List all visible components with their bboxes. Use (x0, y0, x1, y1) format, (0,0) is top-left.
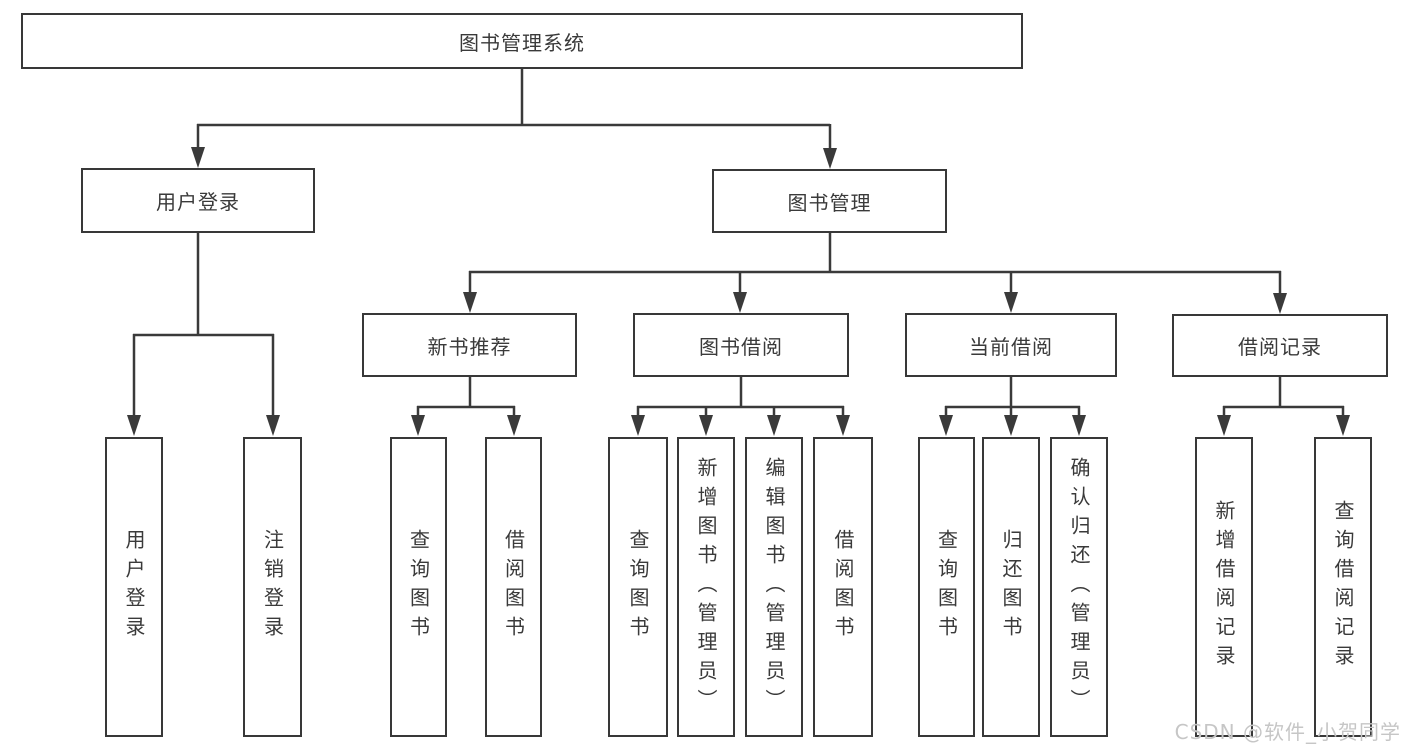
leaf-borrow-books: 借阅图书 (813, 437, 873, 737)
node-label: 新书推荐 (427, 334, 512, 359)
node-label: 编辑图书（管理员） (762, 456, 786, 718)
node-label: 确认归还（管理员） (1067, 456, 1091, 718)
node-current-borrow: 当前借阅 (905, 313, 1117, 377)
node-label: 注销登录 (260, 529, 285, 645)
node-user-login: 用户登录 (81, 168, 315, 233)
leaf-add-books-admin: 新增图书（管理员） (677, 437, 735, 737)
leaf-edit-books-admin: 编辑图书（管理员） (745, 437, 803, 737)
node-book-borrow: 图书借阅 (633, 313, 849, 377)
node-book-management: 图书管理 (712, 169, 947, 233)
node-label: 图书管理系统 (459, 30, 585, 55)
leaf-query-borrow-record: 查询借阅记录 (1314, 437, 1372, 737)
node-new-book-recommend: 新书推荐 (362, 313, 577, 377)
node-label: 查询借阅记录 (1331, 500, 1355, 674)
leaf-confirm-return-admin: 确认归还（管理员） (1050, 437, 1108, 737)
node-label: 新增图书（管理员） (694, 456, 718, 718)
node-label: 图书管理 (787, 190, 872, 215)
node-label: 用户登录 (122, 529, 146, 645)
node-label: 图书借阅 (699, 334, 783, 359)
node-label: 归还图书 (999, 529, 1023, 645)
node-library-system: 图书管理系统 (21, 13, 1023, 69)
node-label: 新增借阅记录 (1212, 500, 1236, 674)
leaf-add-borrow-record: 新增借阅记录 (1195, 437, 1253, 737)
leaf-return-books: 归还图书 (982, 437, 1040, 737)
node-label: 借阅记录 (1238, 335, 1322, 359)
node-label: 查询图书 (406, 529, 431, 645)
node-label: 借阅图书 (501, 529, 526, 645)
leaf-logout: 注销登录 (243, 437, 302, 737)
node-label: 用户登录 (156, 190, 240, 214)
leaf-query-books: 查询图书 (608, 437, 668, 737)
node-label: 借阅图书 (831, 529, 855, 645)
node-label: 当前借阅 (969, 334, 1053, 359)
leaf-query-books: 查询图书 (918, 437, 975, 737)
leaf-query-books: 查询图书 (390, 437, 447, 737)
watermark: CSDN @软件_小贺同学 (1174, 720, 1401, 744)
leaf-borrow-books: 借阅图书 (485, 437, 542, 737)
node-label: 查询图书 (626, 529, 650, 645)
node-borrow-record: 借阅记录 (1172, 314, 1388, 377)
node-label: 查询图书 (934, 529, 959, 645)
leaf-user-login: 用户登录 (105, 437, 163, 737)
